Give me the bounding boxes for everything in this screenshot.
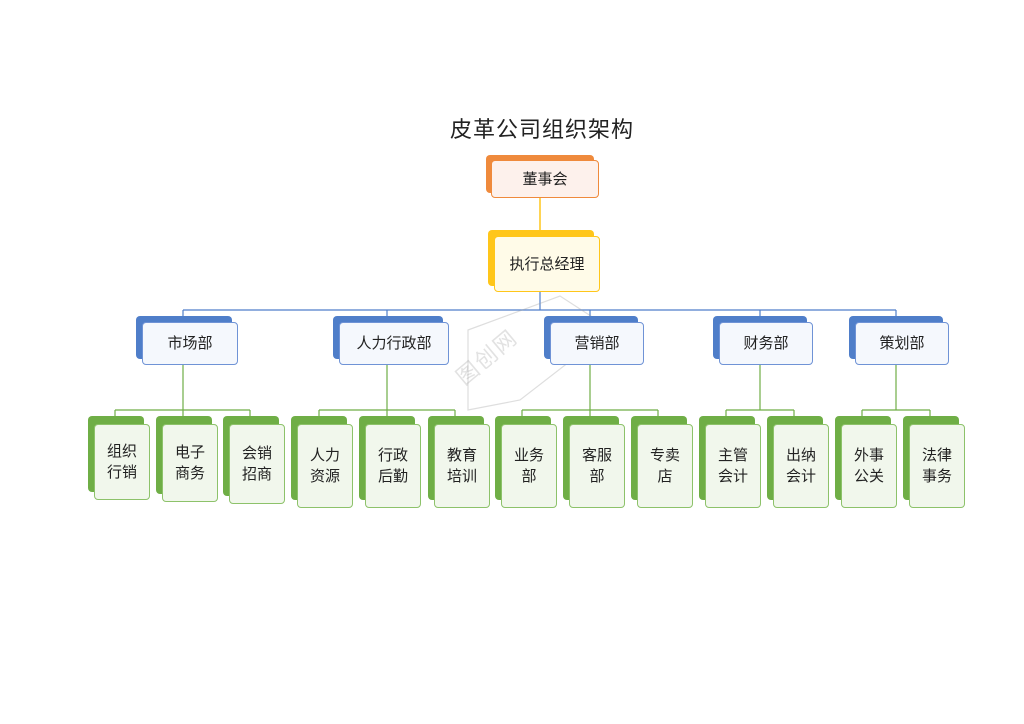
department-label: 策划部 xyxy=(879,334,925,352)
unit-box: 会销招商 xyxy=(223,416,285,504)
unit-box: 业务部 xyxy=(495,416,557,508)
board-box: 董事会 xyxy=(486,155,600,199)
department-label: 财务部 xyxy=(743,334,789,352)
unit-box: 主管会计 xyxy=(699,416,761,508)
department-box-planning: 策划部 xyxy=(849,316,949,365)
unit-box: 专卖店 xyxy=(631,416,693,508)
ceo-box: 执行总经理 xyxy=(488,230,600,292)
unit-box: 法律事务 xyxy=(903,416,965,508)
department-box-market: 市场部 xyxy=(136,316,238,365)
unit-box: 教育培训 xyxy=(428,416,490,508)
department-label: 营销部 xyxy=(574,334,620,352)
department-label: 人力行政部 xyxy=(356,334,432,352)
department-box-finance: 财务部 xyxy=(713,316,813,365)
unit-box: 人力资源 xyxy=(291,416,353,508)
unit-box: 电子商务 xyxy=(156,416,218,502)
department-box-hr-admin: 人力行政部 xyxy=(333,316,449,365)
ceo-label: 执行总经理 xyxy=(509,254,585,273)
department-label: 市场部 xyxy=(167,334,213,352)
unit-box: 客服部 xyxy=(563,416,625,508)
unit-box: 外事公关 xyxy=(835,416,897,508)
board-label: 董事会 xyxy=(522,169,568,188)
unit-box: 组织行销 xyxy=(88,416,150,500)
unit-box: 出纳会计 xyxy=(767,416,829,508)
chart-title: 皮革公司组织架构 xyxy=(449,118,634,143)
department-box-sales: 营销部 xyxy=(544,316,644,365)
unit-box: 行政后勤 xyxy=(359,416,421,508)
